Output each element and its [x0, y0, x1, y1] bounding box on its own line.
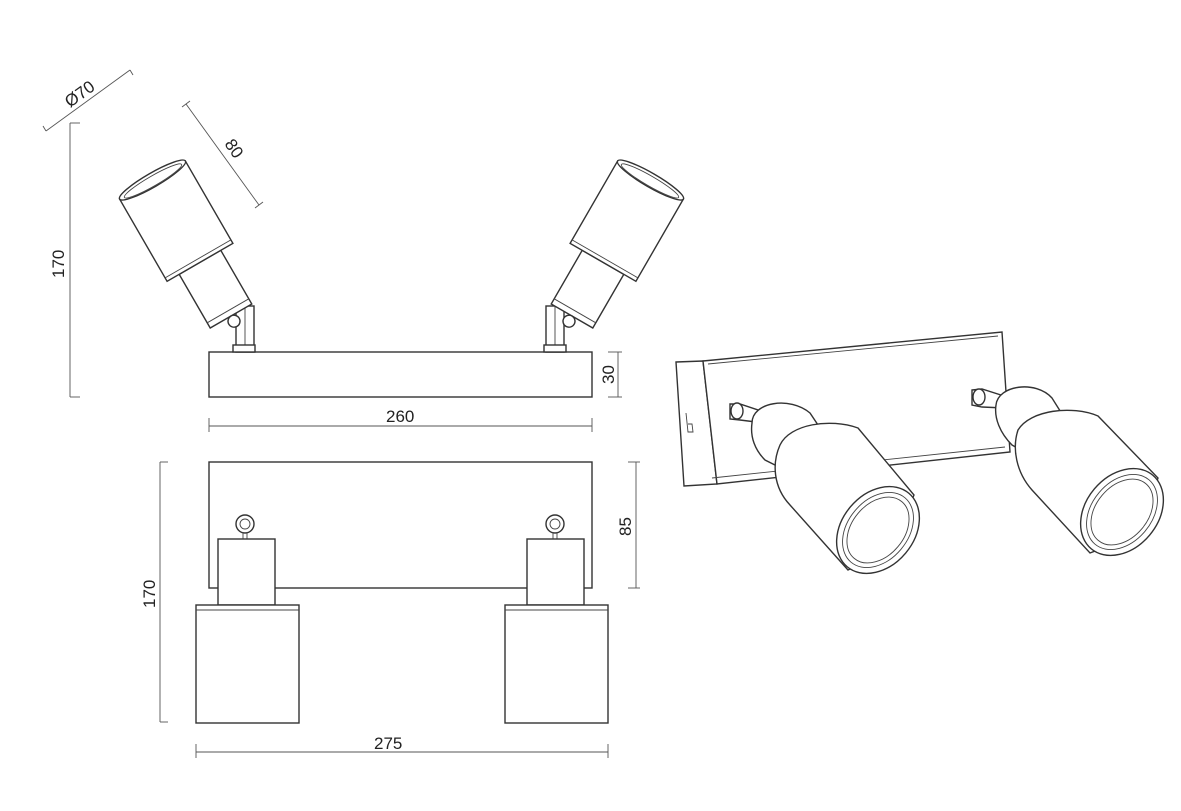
front-right-spot-head — [550, 159, 685, 329]
dim-plate-depth-label: 85 — [616, 517, 635, 536]
dim-base-width-label: 260 — [386, 407, 414, 426]
front-base-bar — [208, 351, 593, 398]
dim-side-height-label: 170 — [49, 250, 68, 278]
dim-side-height: 170 — [49, 122, 80, 398]
front-left-spot-head — [118, 159, 253, 329]
dim-base-height: 30 — [599, 351, 622, 398]
top-right-lamp — [504, 514, 609, 724]
dim-overall-width: 275 — [195, 734, 609, 758]
persp-left-lamp — [750, 402, 921, 575]
front-left-arm — [232, 305, 256, 353]
dim-top-height: 170 — [140, 461, 168, 723]
dim-top-height-label: 170 — [140, 580, 159, 608]
persp-right-lamp — [994, 386, 1165, 557]
dim-diameter: Ø70 — [42, 69, 134, 132]
front-view: Ø70 80 170 30 260 — [42, 69, 685, 432]
top-view: 85 170 275 — [140, 461, 640, 758]
top-left-lamp — [195, 514, 300, 724]
front-right-arm — [543, 305, 567, 353]
dim-plate-depth: 85 — [616, 461, 640, 589]
dim-base-width: 260 — [208, 407, 593, 432]
dim-overall-width-label: 275 — [374, 734, 402, 753]
dim-base-height-label: 30 — [599, 365, 618, 384]
perspective-view — [675, 331, 1165, 575]
